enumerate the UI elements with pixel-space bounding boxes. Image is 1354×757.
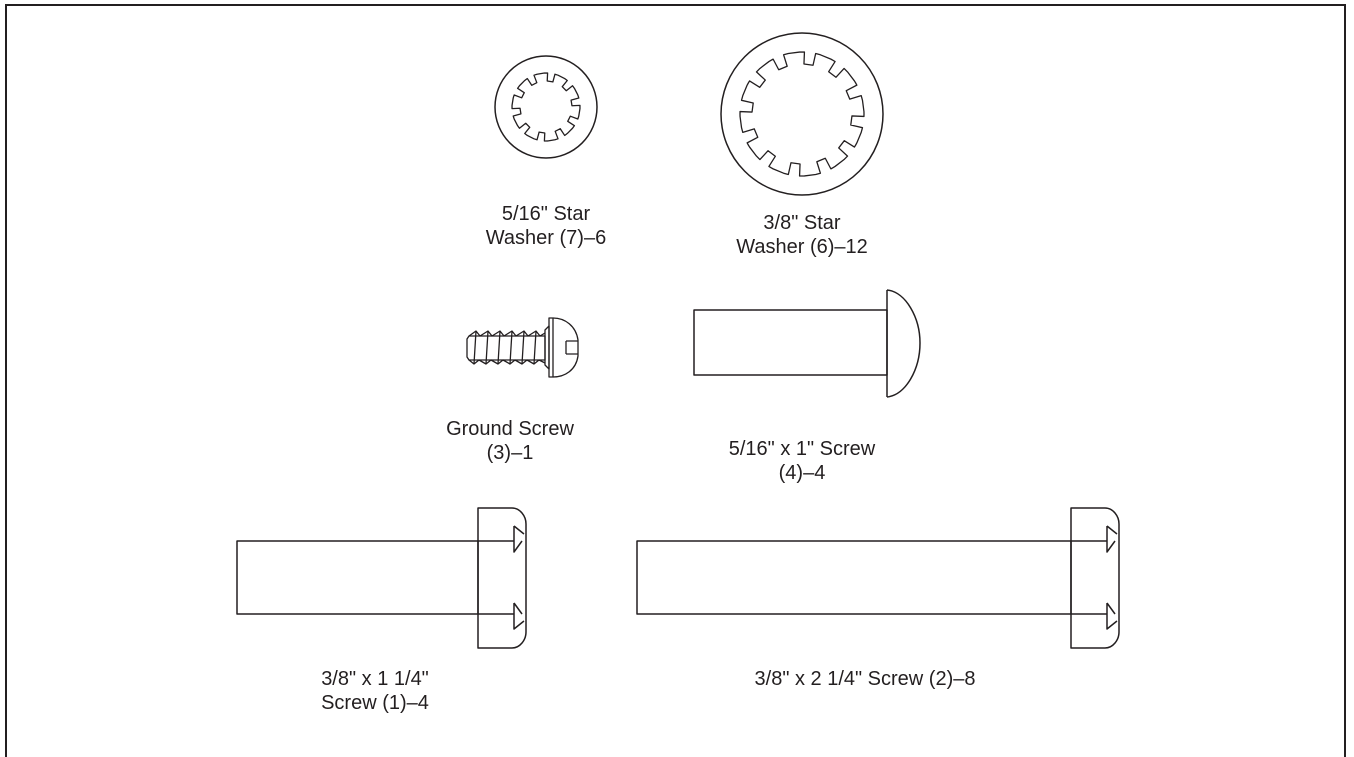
chart-border	[5, 4, 1346, 757]
label-large-star-washer: 3/8" Star Washer (6)–12	[736, 212, 868, 258]
screw-3-8x2-1-4-drawing	[636, 507, 1120, 649]
label-screw-3-8x1-1-4: 3/8" x 1 1/4" Screw (1)–4	[321, 668, 429, 714]
screw-3-8x1-1-4-drawing	[236, 507, 527, 649]
label-small-star-washer: 5/16" Star Washer (7)–6	[485, 203, 607, 249]
screw-5-16x1-drawing	[693, 289, 921, 398]
label-ground-screw: Ground Screw (3)–1	[446, 418, 574, 464]
ground-screw-drawing	[466, 317, 579, 378]
label-screw-3-8x2-1-4: 3/8" x 2 1/4" Screw (2)–8	[754, 668, 976, 690]
label-screw-5-16x1: 5/16" x 1" Screw (4)–4	[728, 438, 876, 484]
large-star-washer-drawing	[720, 32, 884, 196]
small-star-washer-drawing	[494, 55, 598, 159]
